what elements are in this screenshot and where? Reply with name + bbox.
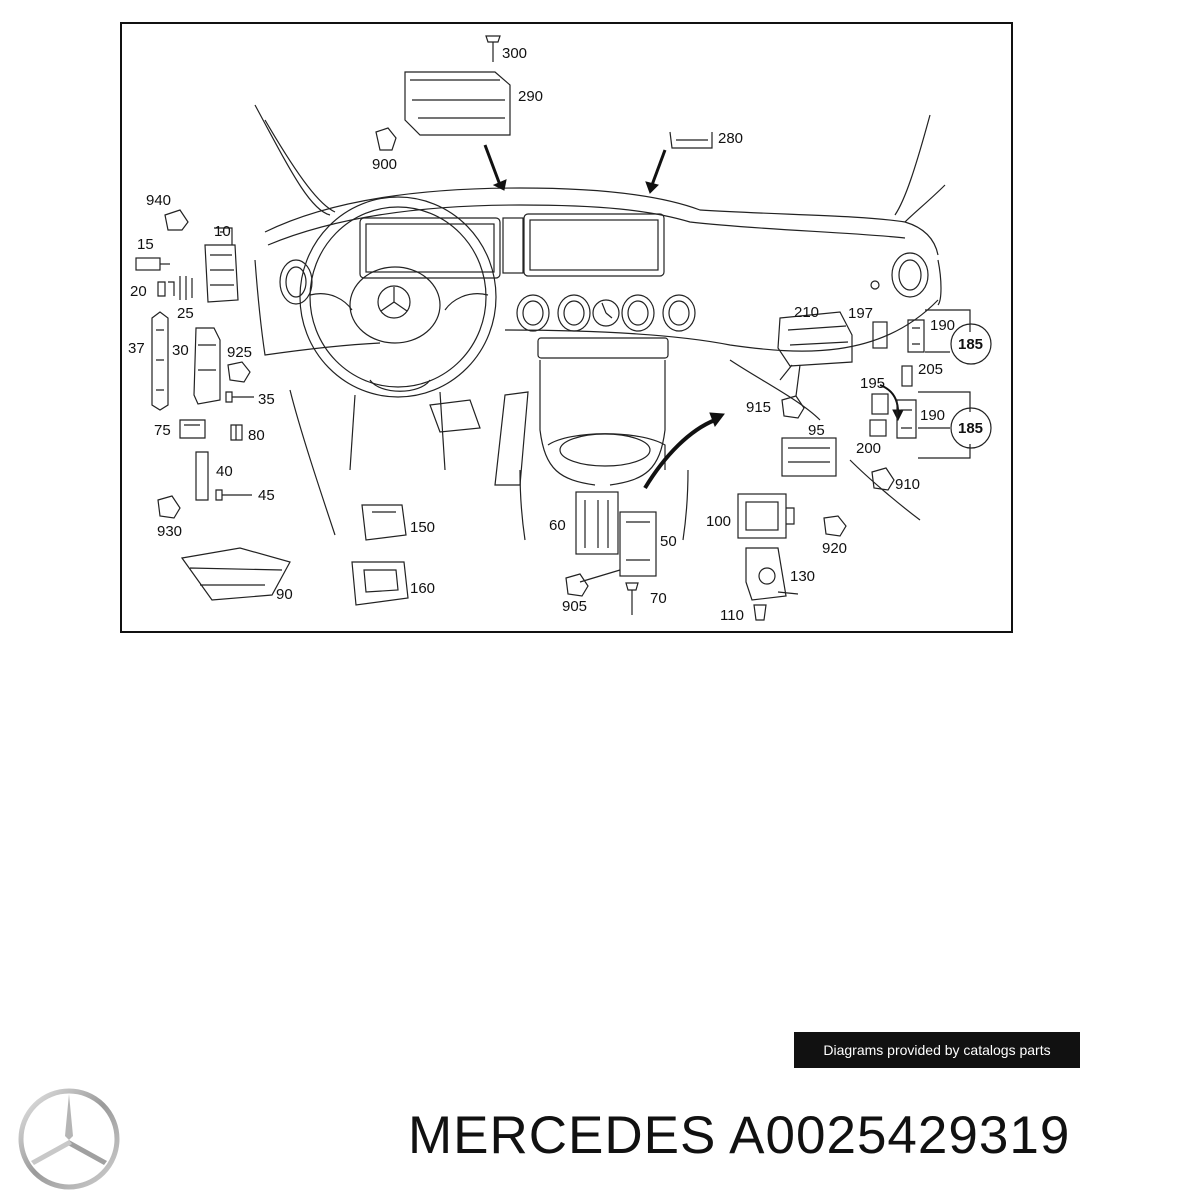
part-label-915: 915 [746, 399, 771, 416]
part-label-190-lower: 190 [920, 407, 945, 424]
part-label-90: 90 [276, 586, 293, 603]
part-label-60: 60 [549, 517, 566, 534]
part-label-197: 197 [848, 305, 873, 322]
mercedes-star-logo [18, 1088, 120, 1190]
callout-185-lower: 185 [958, 420, 983, 437]
part-label-905: 905 [562, 598, 587, 615]
part-label-20: 20 [130, 283, 147, 300]
part-label-35: 35 [258, 391, 275, 408]
diagram-frame [120, 22, 1013, 633]
part-label-150: 150 [410, 519, 435, 536]
part-label-200: 200 [856, 440, 881, 457]
part-label-110: 110 [720, 607, 744, 624]
part-label-100: 100 [706, 513, 731, 530]
part-label-195: 195 [860, 375, 885, 392]
part-label-50: 50 [660, 533, 677, 550]
part-label-70: 70 [650, 590, 667, 607]
part-label-80: 80 [248, 427, 265, 444]
part-label-10: 10 [214, 223, 231, 240]
callout-185-upper: 185 [958, 336, 983, 353]
part-label-25: 25 [177, 305, 194, 322]
callout-lines [918, 309, 992, 459]
part-label-290: 290 [518, 88, 543, 105]
part-label-920: 920 [822, 540, 847, 557]
part-label-205: 205 [918, 361, 943, 378]
part-label-130: 130 [790, 568, 815, 585]
part-label-15: 15 [137, 236, 154, 253]
part-label-900: 900 [372, 156, 397, 173]
part-label-190-upper: 190 [930, 317, 955, 334]
part-label-95: 95 [808, 422, 825, 439]
part-label-940: 940 [146, 192, 171, 209]
part-label-300: 300 [502, 45, 527, 62]
parts [135, 35, 925, 621]
part-label-210: 210 [794, 304, 819, 321]
part-label-40: 40 [216, 463, 233, 480]
part-label-37: 37 [128, 340, 145, 357]
part-label-160: 160 [410, 580, 435, 597]
watermark-banner: Diagrams provided by catalogs parts [794, 1032, 1080, 1068]
part-label-280: 280 [718, 130, 743, 147]
assembly-arrows [483, 144, 904, 490]
part-label-30: 30 [172, 342, 189, 359]
part-label-925: 925 [227, 344, 252, 361]
part-label-910: 910 [895, 476, 920, 493]
part-label-group: 300 290 900 280 940 10 15 20 25 37 30 92… [128, 45, 983, 624]
part-label-930: 930 [157, 523, 182, 540]
part-label-75: 75 [154, 422, 171, 439]
page-title: MERCEDES A0025429319 [408, 1106, 1071, 1165]
part-label-45: 45 [258, 487, 275, 504]
dashboard-drawing [254, 104, 946, 541]
